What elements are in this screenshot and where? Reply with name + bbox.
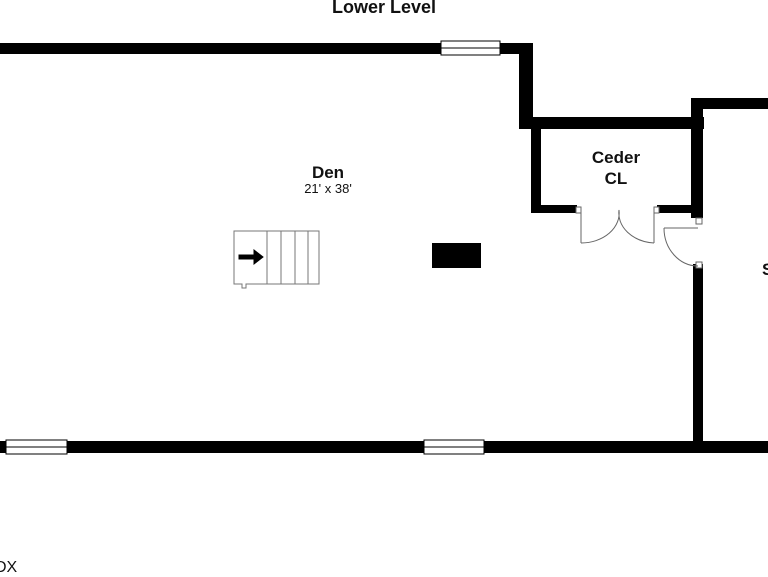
wall-closet-top: [519, 117, 704, 129]
walls: [0, 43, 768, 453]
windows: [5, 40, 501, 455]
closet-double-door: [575, 206, 660, 244]
room-name-den: Den: [311, 163, 345, 182]
wall-closet-bottom-right: [657, 205, 697, 213]
wall-closet-left: [531, 117, 541, 213]
plan-title: Lower Level: [331, 0, 437, 17]
fireplace-block: [432, 243, 481, 268]
staircase: [233, 230, 320, 289]
room-name-right-partial: S: [762, 260, 768, 279]
wall-right-room-left: [693, 264, 703, 449]
room-dimensions-den: 21' x 38': [304, 181, 352, 196]
wall-top: [0, 43, 533, 54]
wall-den-closet-step: [519, 43, 533, 128]
room-name-closet-line2: CL: [604, 169, 628, 188]
corner-mark: DX: [0, 559, 18, 576]
wall-right-room-top: [691, 98, 768, 109]
room-name-closet-line1: Ceder: [591, 148, 641, 167]
window-bottom-middle: [423, 439, 485, 455]
right-room-door: [663, 217, 703, 269]
window-top: [440, 40, 501, 56]
window-bottom-left: [5, 439, 68, 455]
wall-bottom: [0, 441, 768, 453]
stairs-direction-arrow-icon: [238, 248, 264, 266]
wall-closet-bottom-left: [531, 205, 577, 213]
wall-closet-right: [691, 98, 703, 218]
